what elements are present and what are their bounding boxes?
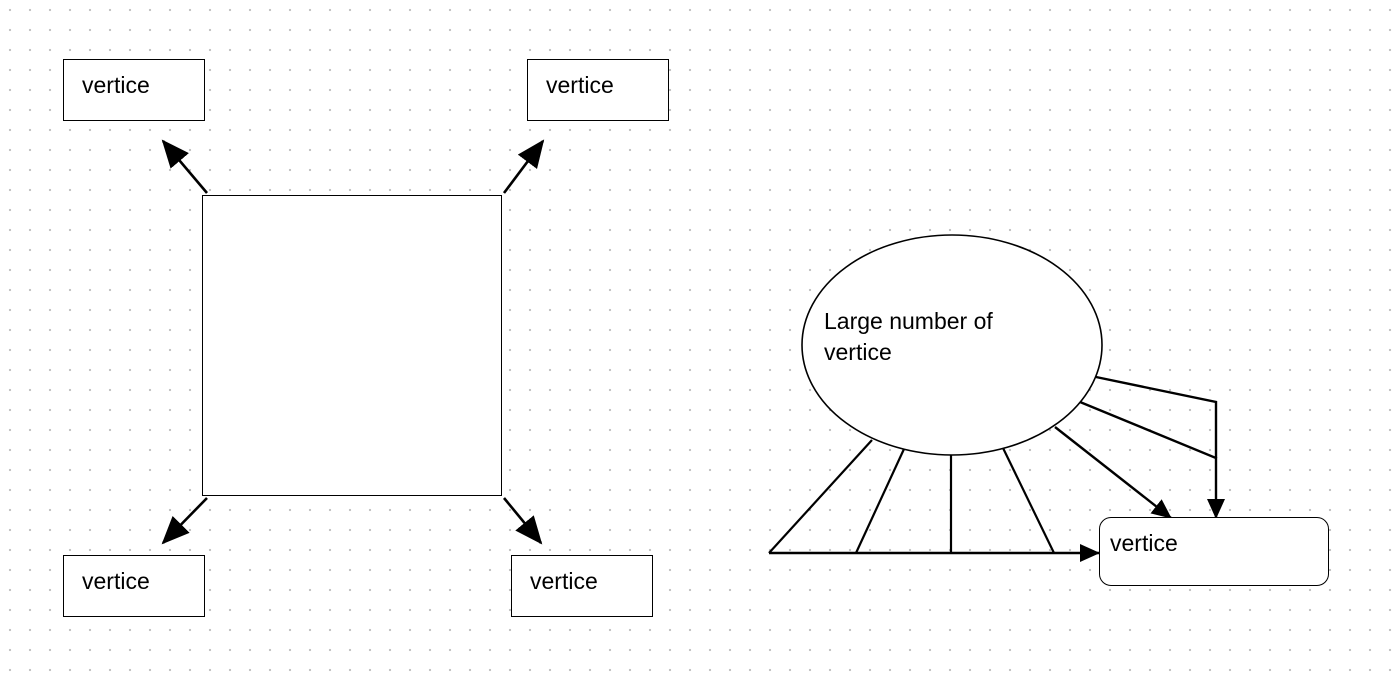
vertex-top-left-label: vertice <box>82 72 150 98</box>
ellipse-label-line1: Large number of <box>824 308 993 334</box>
vertex-target-label: vertice <box>1110 530 1178 556</box>
ellipse-label: Large number of vertice <box>824 306 993 368</box>
edge-square-to-bottom-right[interactable] <box>502 497 543 545</box>
vertex-top-left[interactable]: vertice <box>63 59 205 121</box>
vertex-top-right[interactable]: vertice <box>527 59 669 121</box>
vertex-target[interactable]: vertice <box>1099 517 1329 586</box>
edge-ellipse-2[interactable] <box>855 448 905 554</box>
vertex-bottom-left-label: vertice <box>82 568 150 594</box>
edge-square-to-top-right[interactable] <box>502 139 545 194</box>
edge-ellipse-1[interactable] <box>768 439 873 554</box>
vertex-bottom-right[interactable]: vertice <box>511 555 653 617</box>
vertex-top-right-label: vertice <box>546 72 614 98</box>
vertex-bottom-left[interactable]: vertice <box>63 555 205 617</box>
edge-ellipse-4[interactable] <box>1002 447 1055 554</box>
vertex-bottom-right-label: vertice <box>530 568 598 594</box>
ellipse-label-line2: vertice <box>824 339 892 365</box>
edge-ellipse-elbow-2[interactable] <box>1095 375 1218 458</box>
edge-ellipse-diagonal-to-target[interactable] <box>1054 426 1172 519</box>
center-square[interactable] <box>202 195 502 496</box>
edge-square-to-bottom-left[interactable] <box>161 497 208 545</box>
edge-square-to-top-left[interactable] <box>161 139 208 194</box>
